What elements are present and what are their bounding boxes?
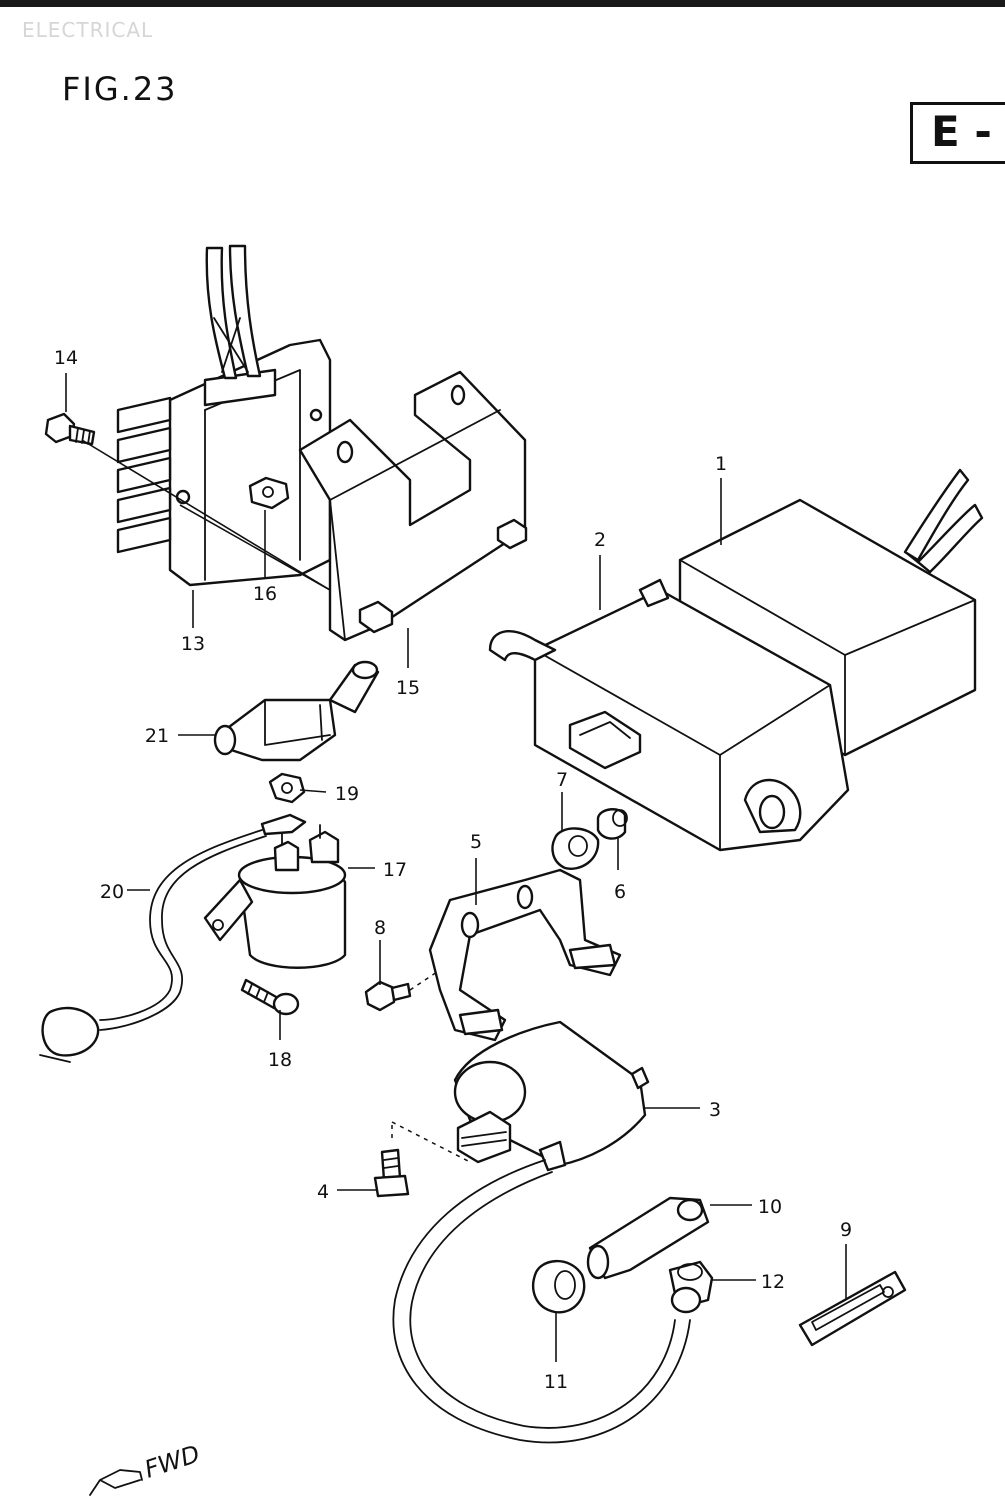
figure-code-box: E - <box>910 102 1005 164</box>
callout-12: 12 <box>761 1271 785 1293</box>
fwd-label: FWD <box>141 1440 203 1484</box>
callout-17: 17 <box>383 859 407 881</box>
callout-6: 6 <box>614 881 626 903</box>
callout-15: 15 <box>396 677 420 699</box>
part-6-collar <box>596 808 628 840</box>
part-17-starter-relay <box>203 824 347 969</box>
part-15-bracket <box>298 370 528 642</box>
callout-7: 7 <box>556 769 568 791</box>
callout-3: 3 <box>709 1099 721 1121</box>
callout-numbers: 1 2 3 4 5 6 7 8 9 10 11 12 13 14 15 16 1… <box>54 347 852 1393</box>
part-5-clamp-bracket <box>428 868 622 1042</box>
callout-9: 9 <box>840 1219 852 1241</box>
callout-11: 11 <box>544 1371 568 1393</box>
part-20-lead-wire <box>39 813 307 1063</box>
callout-20: 20 <box>100 881 124 903</box>
part-14-bolt <box>44 412 96 446</box>
callout-2: 2 <box>594 529 606 551</box>
callout-16: 16 <box>253 583 277 605</box>
part-13-rectifier <box>116 244 332 587</box>
part-16-nut <box>248 476 290 510</box>
part-12-cap <box>668 1260 714 1314</box>
forward-indicator: FWD <box>89 1440 203 1496</box>
part-7-grommet <box>551 827 600 870</box>
part-18-screw <box>240 978 300 1016</box>
part-2-cdi-unit <box>488 578 850 852</box>
callout-19: 19 <box>335 783 359 805</box>
part-9-plate <box>798 1270 907 1347</box>
section-label: ELECTRICAL <box>22 18 154 42</box>
figure-code: E - <box>931 107 992 156</box>
part-10-spark-plug-cap <box>586 1196 710 1280</box>
callout-21: 21 <box>145 725 169 747</box>
part-8-bolt <box>364 980 412 1012</box>
callout-14: 14 <box>54 347 78 369</box>
part-11-grommet <box>532 1259 586 1314</box>
callout-10: 10 <box>758 1196 782 1218</box>
callout-5: 5 <box>470 831 482 853</box>
callout-18: 18 <box>268 1049 292 1071</box>
part-4-bolt <box>373 1148 410 1198</box>
callout-13: 13 <box>181 633 205 655</box>
leader-lines <box>65 373 847 1362</box>
callout-4: 4 <box>317 1181 329 1203</box>
part-19-nut <box>268 772 306 804</box>
callout-1: 1 <box>715 453 727 475</box>
part-21-plug-cap <box>213 660 380 762</box>
figure-label: FIG.23 <box>62 70 178 108</box>
high-tension-cord <box>392 1159 691 1444</box>
arrow-forward-icon <box>89 1469 143 1496</box>
top-border <box>0 0 1005 7</box>
callout-8: 8 <box>374 917 386 939</box>
part-3-ignition-coil <box>453 1020 650 1172</box>
